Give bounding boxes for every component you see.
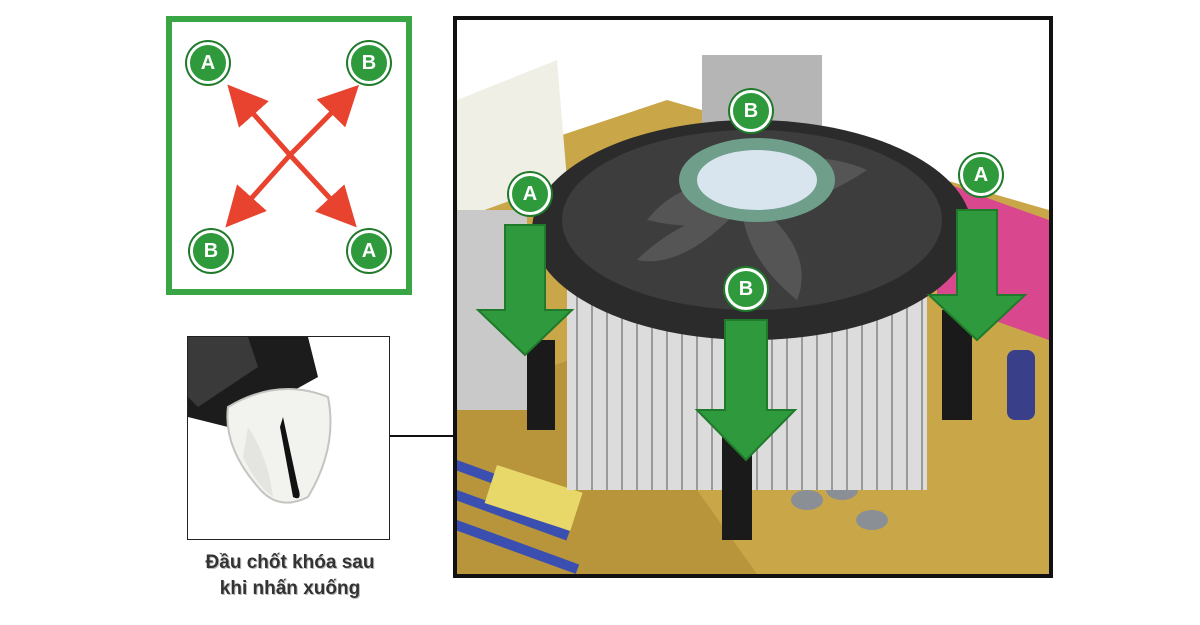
inset-caption: Đầu chốt khóa sau khi nhấn xuống [160, 550, 420, 602]
motherboard-scene [457, 55, 1049, 574]
arrow-b-to-b [288, 84, 360, 157]
photo-badge-top-center: B [730, 90, 772, 132]
caption-line-1: Đầu chốt khóa sau [205, 552, 375, 573]
caption-line-2: khi nhấn xuống [219, 578, 361, 599]
arrow-a-to-a [227, 84, 292, 157]
arrow-b-to-b-2 [225, 153, 292, 228]
locking-pin-illustration [188, 337, 332, 504]
fastening-order-diagram: A B B A [166, 16, 412, 295]
arrow-a-to-a-2 [288, 153, 357, 228]
cross-arrows [225, 84, 360, 228]
cooler-installation-photo: B A A B [453, 16, 1053, 578]
push-arrow-front [694, 319, 798, 462]
photo-badge-left: A [509, 173, 551, 215]
connector-line [390, 435, 458, 437]
badge-bottom-right: A [348, 230, 390, 272]
push-arrow-right [926, 209, 1028, 342]
badge-top-left: A [187, 42, 229, 84]
photo-badge-right: A [960, 154, 1002, 196]
locking-pin-closeup [187, 336, 390, 540]
badge-top-right: B [348, 42, 390, 84]
photo-badge-front: B [725, 268, 767, 310]
push-arrow-left [475, 224, 575, 357]
badge-bottom-left: B [190, 230, 232, 272]
